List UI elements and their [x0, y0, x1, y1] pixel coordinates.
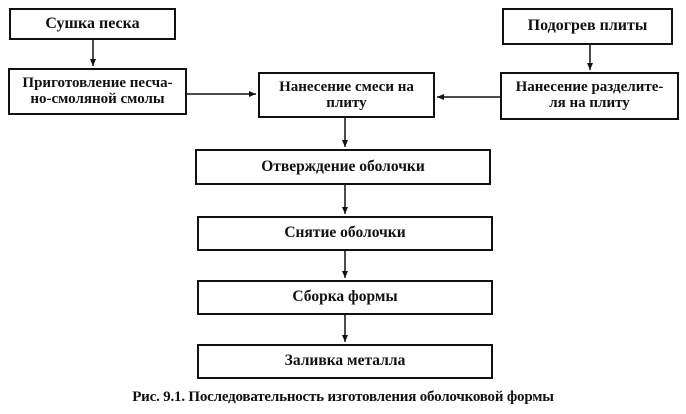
box-separator-application: Нанесение разделите- ля на плиту — [500, 72, 679, 120]
box-label-line-1: Нанесение смеси на — [279, 79, 414, 95]
box-shell-curing: Отверждение оболочки — [195, 149, 491, 185]
box-label-line-1: Приготовление песча- — [22, 74, 173, 91]
box-mix-application: Нанесение смеси на плиту — [258, 72, 435, 118]
box-label-line-2: но-смоляной смолы — [30, 90, 165, 107]
box-label: Заливка металла — [284, 352, 406, 370]
box-label: Снятие оболочки — [284, 224, 406, 242]
box-plate-heating: Подогрев плиты — [502, 8, 673, 45]
box-sand-drying: Сушка песка — [9, 8, 176, 40]
box-resin-preparation: Приготовление песча- но-смоляной смолы — [8, 68, 187, 115]
box-shell-removal: Снятие оболочки — [197, 216, 493, 251]
box-label: Подогрев плиты — [527, 17, 648, 35]
box-label: Сборка формы — [292, 288, 398, 306]
box-label: Сушка песка — [45, 14, 140, 32]
box-metal-pouring: Заливка металла — [197, 344, 493, 379]
box-label-line-2: плиту — [326, 94, 367, 111]
box-mold-assembly: Сборка формы — [197, 280, 493, 315]
box-label-line-2: ля на плиту — [549, 95, 630, 111]
box-label: Отверждение оболочки — [261, 157, 425, 175]
box-label-line-1: Нанесение разделите- — [515, 79, 664, 96]
figure-caption: Рис. 9.1. Последовательность изготовлени… — [132, 389, 554, 405]
